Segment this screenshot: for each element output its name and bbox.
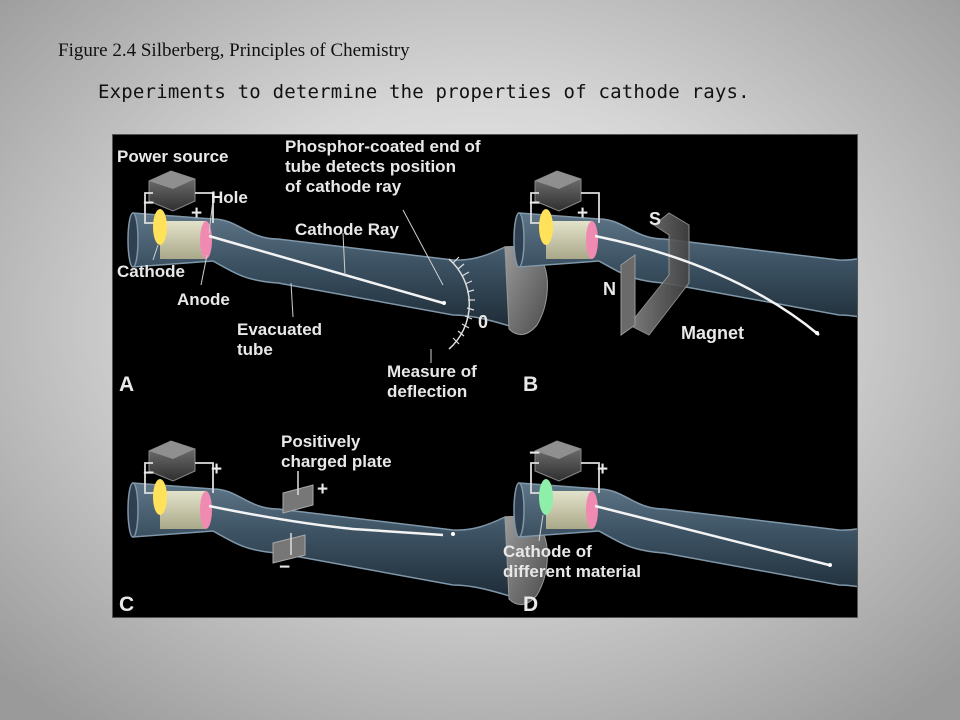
anode-label: Anode bbox=[177, 290, 230, 309]
cathode-ray-beam-b bbox=[594, 234, 820, 336]
different-cathode-label-line1: Cathode of bbox=[503, 542, 592, 561]
phosphor-label-line1: Phosphor-coated end of bbox=[285, 137, 481, 156]
cathode-label: Cathode bbox=[117, 262, 185, 281]
panel-d: − + Cathode of different material D bbox=[503, 440, 857, 616]
panel-b: − + S N Magnet B bbox=[513, 170, 857, 396]
cathode-a bbox=[153, 209, 167, 245]
measure-label-line1: Measure of bbox=[387, 362, 477, 381]
pole-n-label: N bbox=[603, 279, 616, 299]
evacuated-tube-label-line1: Evacuated bbox=[237, 320, 322, 339]
plus-sign-a: + bbox=[191, 203, 202, 224]
cathode-c bbox=[153, 479, 167, 515]
plus-sign-d: + bbox=[597, 459, 608, 480]
evacuated-tube-label-line2: tube bbox=[237, 340, 273, 359]
different-cathode-label-line2: different material bbox=[503, 562, 641, 581]
negative-plate bbox=[272, 534, 306, 564]
phosphor-label-line3: of cathode ray bbox=[285, 177, 402, 196]
minus-sign-a: − bbox=[143, 193, 154, 214]
panel-letter-a: A bbox=[119, 373, 134, 396]
plus-sign-b: + bbox=[577, 203, 588, 224]
minus-sign-c: − bbox=[143, 463, 154, 484]
cathode-ray-beam-a bbox=[208, 234, 444, 305]
pole-s-label: S bbox=[649, 209, 661, 229]
panel-letter-b: B bbox=[523, 373, 538, 396]
minus-sign-b: − bbox=[529, 193, 540, 214]
positive-plate bbox=[282, 484, 314, 514]
panel-letter-c: C bbox=[119, 593, 134, 616]
panel-letter-d: D bbox=[523, 593, 538, 616]
cathode-b bbox=[539, 209, 553, 245]
slide-subtitle: Experiments to determine the properties … bbox=[98, 81, 750, 103]
magnet-label: Magnet bbox=[681, 323, 744, 343]
measure-label-line2: deflection bbox=[387, 382, 467, 401]
cathode-ray-beam-c bbox=[208, 504, 444, 537]
plus-sign-c: + bbox=[211, 459, 222, 480]
cathode-d bbox=[539, 479, 553, 515]
cathode-ray-beam-d bbox=[594, 504, 830, 567]
magnet bbox=[628, 212, 690, 336]
power-source-label: Power source bbox=[117, 147, 229, 166]
phosphor-label-line2: tube detects position bbox=[285, 157, 456, 176]
panel-a: Power source Phosphor-coated end of tube… bbox=[117, 137, 549, 401]
scale-zero-label: 0 bbox=[478, 312, 488, 332]
panel-c: − + Positively charged plate + − C bbox=[119, 432, 549, 616]
plate-plus-sign: + bbox=[317, 479, 328, 500]
hole-label: Hole bbox=[211, 188, 248, 207]
deflection-scale bbox=[448, 258, 471, 350]
plate-label-line2: charged plate bbox=[281, 452, 392, 471]
cathode-ray-label: Cathode Ray bbox=[295, 220, 399, 239]
minus-sign-d: − bbox=[529, 443, 540, 464]
plate-label-line1: Positively bbox=[281, 432, 361, 451]
figure-caption: Figure 2.4 Silberberg, Principles of Che… bbox=[58, 40, 410, 61]
cathode-ray-figure: Power source Phosphor-coated end of tube… bbox=[112, 134, 858, 618]
plate-minus-sign: − bbox=[279, 557, 290, 578]
